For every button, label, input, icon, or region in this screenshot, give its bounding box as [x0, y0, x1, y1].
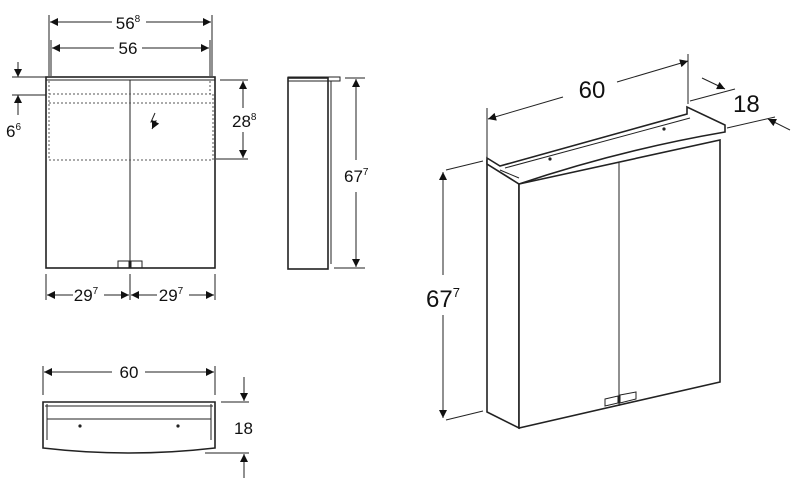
iso-side-face: [486, 159, 520, 430]
dim-label-door-right: 297: [159, 286, 184, 305]
dim-label-light-zone: 288: [232, 112, 257, 131]
door-handle-right: [130, 260, 143, 269]
iso-top-lid: [486, 105, 726, 185]
dim-label-iso-height: 677: [426, 285, 460, 313]
dim-label-top-offset: 66: [6, 122, 21, 141]
dim-label-side-height: 677: [344, 167, 369, 186]
side-view: 677: [287, 76, 369, 270]
top-outline: [42, 401, 216, 454]
dim-label-iso-width: 60: [579, 77, 606, 104]
iso-door-handle-left: [604, 395, 619, 407]
door-handle-left: [117, 260, 130, 269]
mount-hole-left: [78, 424, 82, 428]
electrical-connection-icon: [150, 112, 160, 130]
dim-label-width-outer: 568: [116, 14, 141, 33]
dim-label-top-depth: 18: [234, 419, 253, 438]
mount-hole-right: [176, 424, 180, 428]
side-cabinet-body: [287, 77, 329, 270]
top-view: 60 18: [42, 363, 253, 478]
iso-door-handle-right: [619, 391, 637, 404]
dim-label-width-inner: 56: [119, 39, 138, 58]
isometric-view: 60 18 677: [426, 54, 791, 430]
dim-label-top-width: 60: [120, 363, 139, 382]
dim-label-door-left: 297: [74, 286, 99, 305]
front-view: 568 56 66 288 297 297: [6, 14, 257, 305]
dim-label-iso-depth: 18: [733, 91, 760, 118]
